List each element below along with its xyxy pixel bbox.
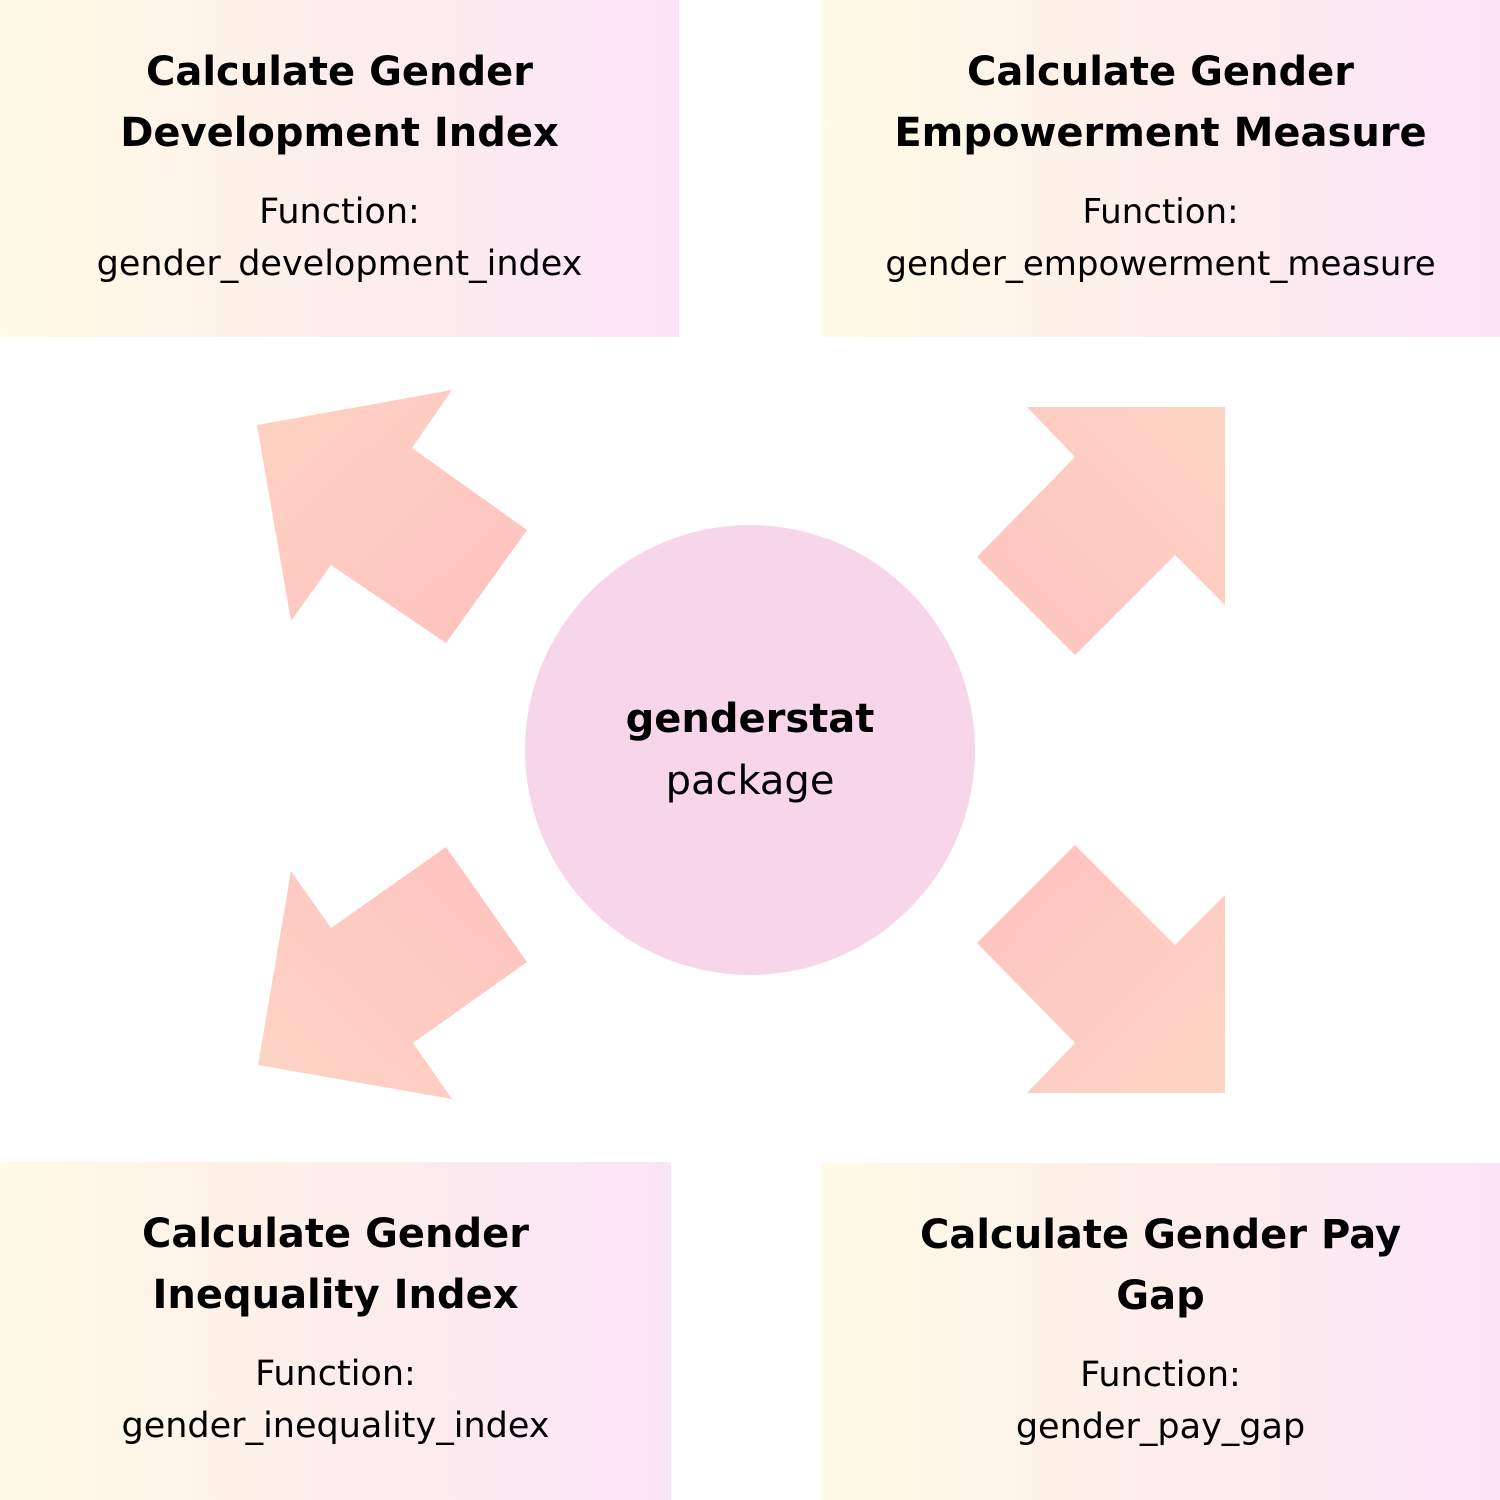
function-label: Function: bbox=[255, 1354, 416, 1394]
card-title: Calculate Gender Pay Gap bbox=[919, 1212, 1402, 1319]
card-gender-development-index: Calculate Gender Development Index Funct… bbox=[0, 0, 679, 337]
package-name: genderstat bbox=[625, 696, 875, 742]
card-function: Function: gender_empowerment_measure bbox=[885, 186, 1435, 290]
card-title: Calculate Gender Inequality Index bbox=[141, 1211, 530, 1318]
card-function: Function: gender_pay_gap bbox=[1016, 1349, 1305, 1453]
function-label: Function: bbox=[259, 192, 420, 232]
package-subtitle: package bbox=[665, 758, 835, 804]
function-name: gender_pay_gap bbox=[1015, 1407, 1306, 1447]
package-hub: genderstat package bbox=[525, 525, 975, 975]
arrow-to-empowerment-measure bbox=[977, 407, 1225, 655]
function-label: Function: bbox=[1082, 192, 1239, 232]
function-name: gender_development_index bbox=[96, 244, 583, 284]
card-title: Calculate Gender Development Index bbox=[120, 49, 559, 156]
function-name: gender_inequality_index bbox=[121, 1406, 550, 1446]
arrow-to-pay-gap bbox=[977, 845, 1225, 1093]
card-gender-empowerment-measure: Calculate Gender Empowerment Measure Fun… bbox=[821, 0, 1500, 337]
card-gender-pay-gap: Calculate Gender Pay Gap Function: gende… bbox=[821, 1163, 1500, 1500]
card-title: Calculate Gender Empowerment Measure bbox=[894, 49, 1427, 156]
arrow-to-development-index bbox=[257, 390, 527, 643]
function-label: Function: bbox=[1080, 1355, 1241, 1395]
arrow-to-inequality-index bbox=[258, 847, 527, 1099]
card-gender-inequality-index: Calculate Gender Inequality Index Functi… bbox=[0, 1162, 671, 1500]
card-function: Function: gender_inequality_index bbox=[122, 1348, 550, 1452]
function-name: gender_empowerment_measure bbox=[885, 244, 1436, 284]
card-function: Function: gender_development_index bbox=[97, 186, 583, 290]
